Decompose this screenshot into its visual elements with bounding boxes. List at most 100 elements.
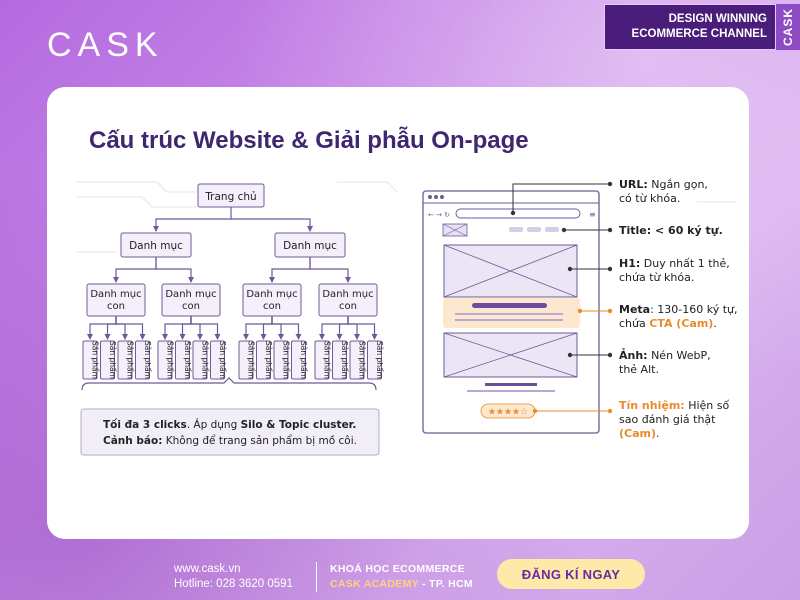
- node-subcategory-4: [318, 283, 378, 317]
- footer-contact: www.cask.vn Hotline: 028 3620 0591: [174, 562, 293, 592]
- node-subcategory-1-label-1: Danh mục: [90, 289, 141, 300]
- rating-stars: ★★★★☆: [488, 408, 528, 418]
- footer-course-line-1: KHOÁ HỌC ECOMMERCE: [330, 563, 465, 575]
- onpage-anatomy: ← → ↻ ≡: [422, 178, 738, 440]
- node-product-6: [175, 340, 190, 380]
- group-brace: [81, 377, 377, 391]
- caption-bar: [485, 383, 537, 386]
- meta-desc-line-2: [455, 319, 563, 321]
- address-bar: [455, 208, 581, 219]
- node-product-11: [273, 340, 289, 380]
- meta-title-bar: [472, 303, 547, 308]
- node-product-14: [332, 340, 347, 380]
- callout-url-line-2: có từ khóa.: [619, 192, 680, 205]
- tagline-text: DESIGN WINNING ECOMMERCE CHANNEL: [604, 4, 776, 50]
- browser-nav-icons: ← → ↻: [428, 211, 450, 219]
- caption-line: [467, 390, 555, 392]
- footer-course-line-2: CASK ACADEMY - TP. HCM: [330, 577, 473, 592]
- node-product-8-label: Sản phẩm: [218, 341, 227, 379]
- node-home: [197, 183, 265, 208]
- node-product-10-label: Sản phẩm: [264, 341, 273, 379]
- footer-course: KHOÁ HỌC ECOMMERCE CASK ACADEMY - TP. HC…: [330, 562, 473, 592]
- node-product-2-label: Sản phẩm: [108, 341, 117, 379]
- node-subcategory-1: [86, 283, 146, 317]
- node-product-6-label: Sản phẩm: [183, 341, 192, 379]
- callout-h1: H1: Duy nhất 1 thẻ,: [619, 257, 730, 270]
- node-product-11-label: Sản phẩm: [282, 341, 291, 379]
- node-product-2: [100, 340, 115, 380]
- callout-url: URL: Ngắn gọn,: [619, 178, 708, 191]
- callout-h1-line-2: chứa từ khóa.: [619, 271, 694, 284]
- window-dot-1: [428, 195, 432, 199]
- node-product-7: [192, 340, 208, 380]
- nav-item-2: [527, 227, 541, 232]
- cask-logo: CASK: [47, 26, 164, 64]
- callout-title: Title: < 60 ký tự.: [619, 224, 723, 237]
- node-product-1: [82, 340, 98, 380]
- tagline-side-label: CASK: [776, 4, 800, 50]
- callout-labels: URL: Ngắn gọn, có từ khóa. Title: < 60 k…: [619, 178, 738, 440]
- node-product-15-label: Sản phẩm: [358, 341, 367, 379]
- tagline-line-1: DESIGN WINNING: [668, 13, 767, 25]
- node-product-13: [314, 340, 330, 380]
- node-product-14-label: Sản phẩm: [340, 341, 349, 379]
- callout-trust-line-3: (Cam).: [619, 427, 660, 440]
- site-structure-tree: Trang chủ Danh mục Danh mục Danh mụcconD…: [80, 183, 384, 456]
- node-product-7-label: Sản phẩm: [201, 341, 210, 379]
- callout-image-line-2: thẻ Alt.: [619, 363, 659, 376]
- node-subcategory-2-label-1: Danh mục: [165, 289, 216, 300]
- footer-website[interactable]: www.cask.vn: [174, 563, 241, 575]
- node-category-1: [120, 232, 192, 258]
- node-product-16: [367, 340, 382, 380]
- content-card: Cấu trúc Website & Giải phẫu On-page Tra…: [47, 87, 749, 539]
- meta-desc-line-1: [455, 313, 563, 315]
- callout-trust: Tín nhiệm: Hiện số: [619, 399, 729, 412]
- node-category-2-label: Danh mục: [283, 240, 337, 252]
- footer-course-city: - TP. HCM: [418, 578, 473, 590]
- register-now-button[interactable]: ĐĂNG KÍ NGAY: [497, 559, 645, 589]
- node-product-15: [349, 340, 365, 380]
- callout-image: Ảnh: Nén WebP,: [619, 348, 711, 362]
- node-product-8: [210, 340, 225, 380]
- node-product-12-label: Sản phẩm: [299, 341, 308, 379]
- tree-note-line-2: Cảnh báo: Không để trang sản phẩm bị mồ …: [103, 434, 357, 447]
- window-dot-2: [434, 195, 438, 199]
- node-subcategory-2: [161, 283, 221, 317]
- diagram-canvas: Trang chủ Danh mục Danh mục Danh mụcconD…: [77, 178, 738, 456]
- node-subcategory-4-label-2: con: [339, 301, 357, 312]
- node-product-9-label: Sản phẩm: [247, 341, 256, 379]
- node-product-4-label: Sản phẩm: [143, 341, 152, 379]
- node-subcategory-3: [242, 283, 302, 317]
- tree-note-box: [80, 408, 380, 456]
- node-product-1-label: Sản phẩm: [91, 341, 100, 379]
- window-dot-3: [440, 195, 444, 199]
- node-product-3-label: Sản phẩm: [126, 341, 135, 379]
- node-subcategory-3-label-1: Danh mục: [246, 289, 297, 300]
- node-product-3: [117, 340, 133, 380]
- footer-course-brand: CASK ACADEMY: [330, 578, 419, 590]
- node-category-2: [274, 232, 346, 258]
- node-subcategory-1-label-2: con: [107, 301, 125, 312]
- node-subcategory-2-label-2: con: [182, 301, 200, 312]
- callout-connectors: [512, 183, 610, 356]
- browser-menu-icon: ≡: [589, 210, 596, 219]
- node-product-10: [256, 340, 271, 380]
- callout-trust-line-2: sao đánh giá thật: [619, 413, 716, 426]
- tagline-line-2: ECOMMERCE CHANNEL: [631, 28, 767, 40]
- callout-dots: [510, 181, 613, 414]
- nav-item-3: [545, 227, 559, 232]
- node-product-4: [135, 340, 150, 380]
- node-product-16-label: Sản phẩm: [375, 341, 384, 379]
- node-subcategory-4-label-1: Danh mục: [322, 289, 373, 300]
- circuit-decoration: [77, 181, 737, 253]
- node-subcategory-3-label-2: con: [263, 301, 281, 312]
- tagline-banner: DESIGN WINNING ECOMMERCE CHANNEL CASK: [604, 4, 800, 50]
- node-product-13-label: Sản phẩm: [323, 341, 332, 379]
- slide-title: Cấu trúc Website & Giải phẫu On-page: [89, 127, 529, 154]
- callout-meta-line-2: chứa CTA (Cam).: [619, 317, 717, 330]
- callout-connectors-accent: [535, 310, 610, 412]
- node-home-label: Trang chủ: [204, 191, 256, 203]
- footer-hotline[interactable]: Hotline: 028 3620 0591: [174, 578, 293, 590]
- node-category-1-label: Danh mục: [129, 240, 183, 252]
- callout-meta: Meta: 130-160 ký tự,: [619, 303, 738, 316]
